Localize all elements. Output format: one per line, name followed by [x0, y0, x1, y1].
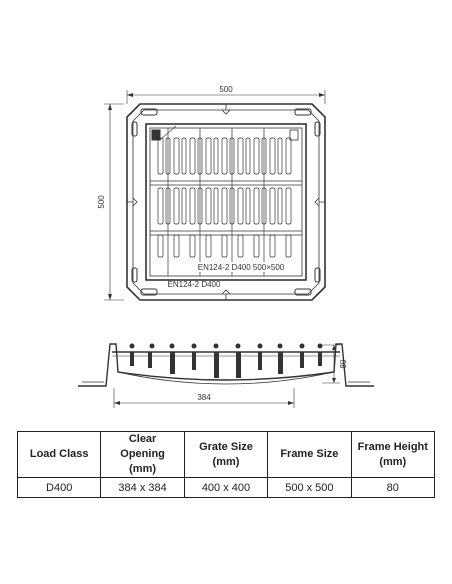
spec-table-header-row: Load Class Clear Opening (mm) Grate Size…	[16, 431, 436, 478]
grate-marking: EN124-2 D400 500×500	[198, 263, 285, 272]
grate-slots	[150, 128, 302, 276]
marking-plate	[186, 262, 296, 272]
cell-grate-size: 400 x 400	[183, 477, 269, 498]
header-frame-size: Frame Size	[267, 431, 352, 478]
plan-view	[104, 90, 326, 301]
cell-clear-opening: 384 x 384	[100, 477, 185, 498]
technical-drawing: 500 500 EN124-2 D400 500×500 EN124-2 D40…	[78, 85, 374, 408]
header-clear-opening: Clear Opening (mm)	[100, 431, 185, 478]
cell-frame-height: 80	[350, 477, 436, 498]
header-frame-height-line2: (mm)	[379, 455, 407, 468]
plan-width-label: 500	[219, 85, 233, 94]
table-row: D400 384 x 384 400 x 400 500 x 500 80	[16, 477, 436, 498]
header-grate-size-line1: Grate Size	[199, 440, 253, 453]
frame-marking: EN124-2 D400	[168, 280, 221, 289]
header-grate-size: Grate Size (mm)	[183, 431, 269, 478]
header-clear-opening-line1: Clear Opening	[120, 433, 165, 460]
spec-table: Load Class Clear Opening (mm) Grate Size…	[16, 431, 436, 498]
header-grate-size-line2: (mm)	[212, 455, 240, 468]
plan-height-label: 500	[97, 195, 106, 209]
cell-load-class: D400	[16, 477, 102, 498]
header-frame-height: Frame Height (mm)	[350, 431, 436, 478]
header-frame-size-line1: Frame Size	[280, 448, 339, 460]
header-clear-opening-line2: (mm)	[129, 463, 157, 475]
cell-frame-size: 500 x 500	[267, 477, 352, 498]
header-frame-height-line1: Frame Height	[357, 440, 428, 453]
section-opening-label: 384	[197, 393, 211, 402]
section-height-label: 80	[339, 359, 348, 368]
section-view	[78, 343, 374, 408]
header-load-class: Load Class	[16, 431, 102, 478]
header-load-class-line1: Load Class	[29, 448, 89, 460]
